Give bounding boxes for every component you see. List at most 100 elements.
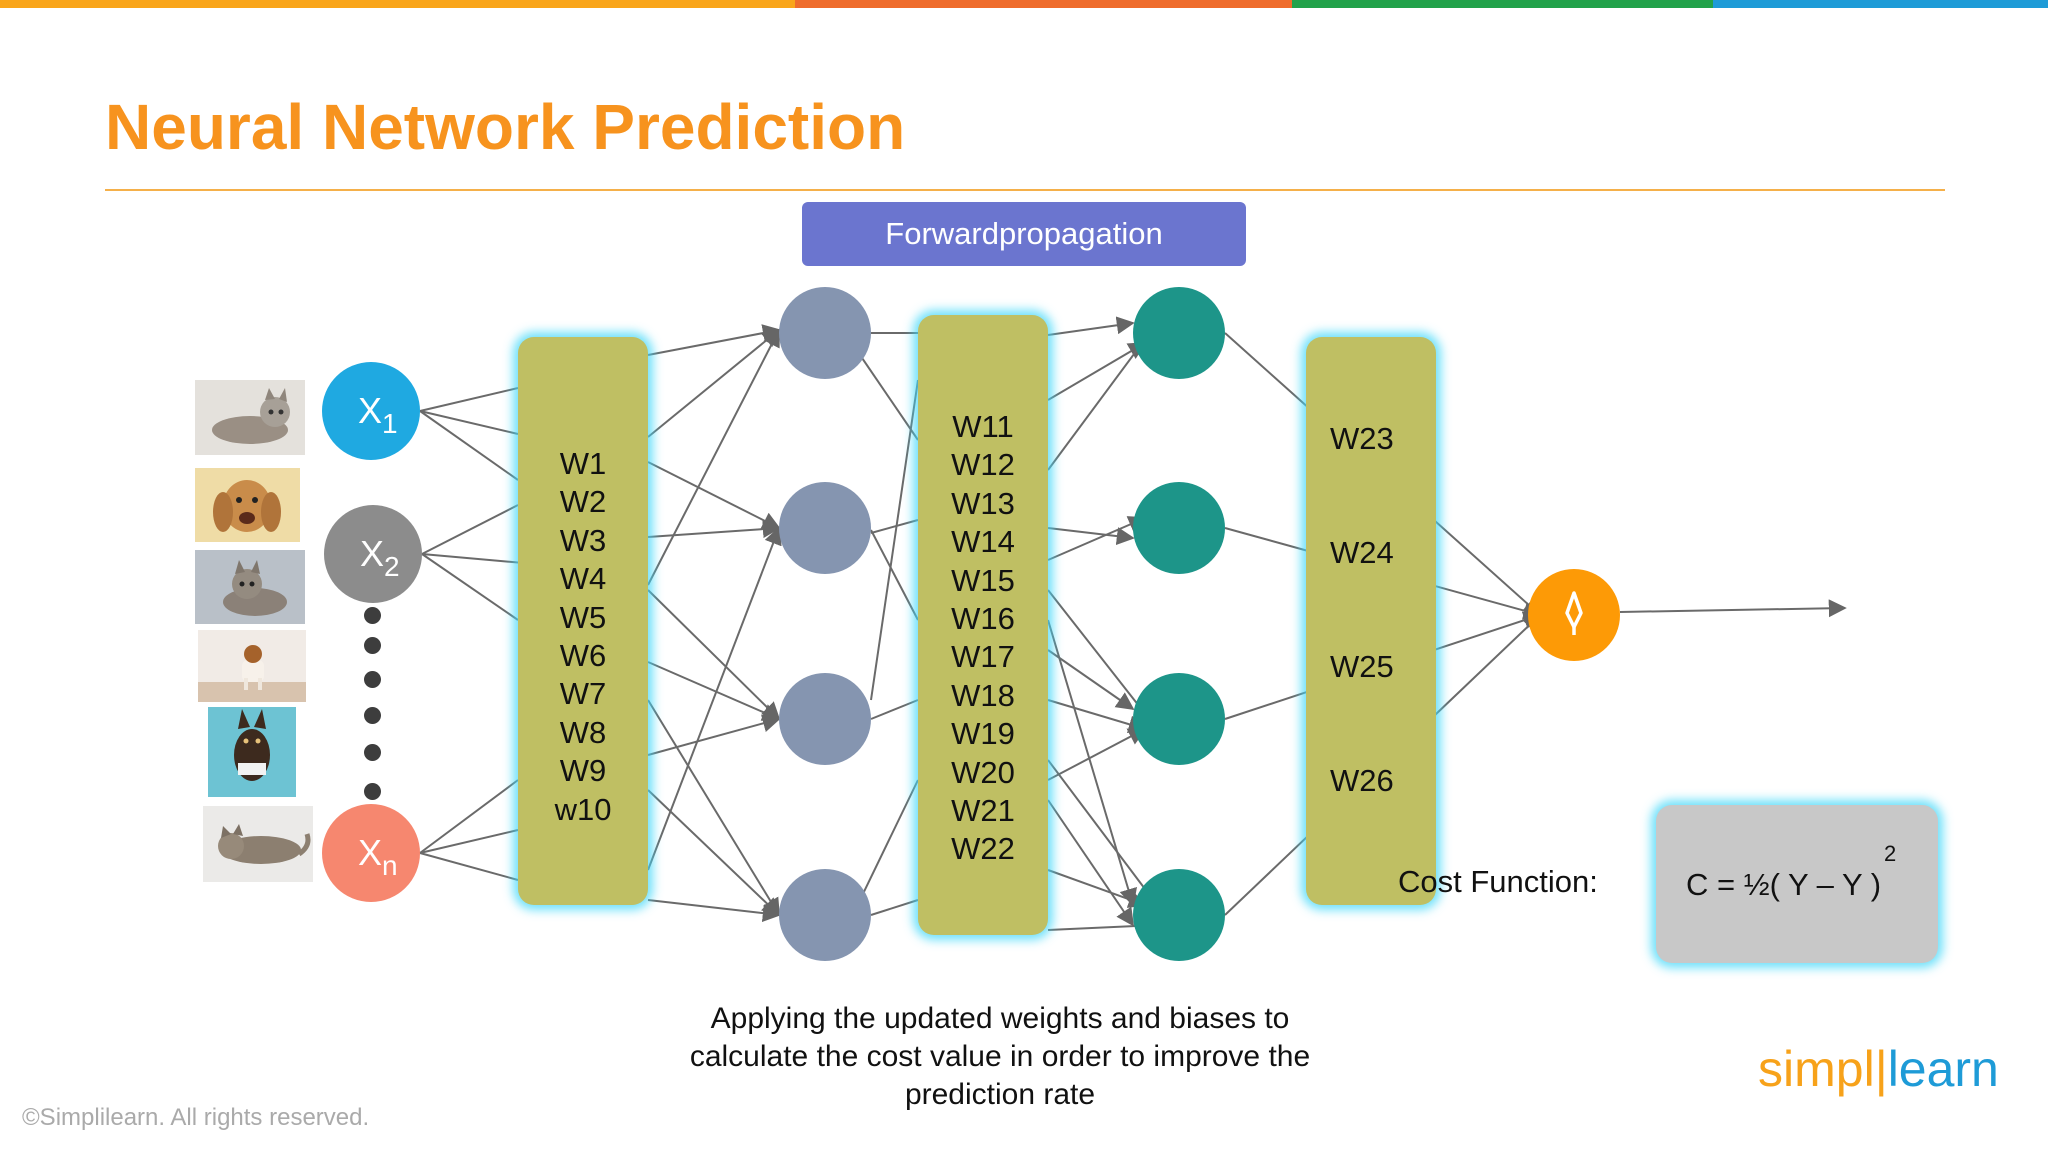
caption-line: prediction rate	[904, 1078, 1096, 1111]
connection-arrow	[859, 779, 919, 901]
weight-label: W19	[951, 716, 1015, 752]
connection-arrow	[647, 328, 780, 586]
logo-text-part1: simpl	[1758, 1041, 1875, 1097]
copyright-text: ©Simplilearn. All rights reserved.	[22, 1104, 370, 1131]
weight-label: W1	[559, 446, 607, 481]
hidden-layer-1-node	[779, 869, 871, 961]
input-image-dog-1	[195, 468, 300, 542]
connection-arrow	[419, 410, 519, 481]
connection-arrow	[1047, 316, 1135, 336]
input-image-dog-3	[208, 707, 296, 797]
connection-arrow	[419, 852, 519, 881]
weight-label: W18	[951, 677, 1015, 713]
connection-arrow	[1047, 649, 1135, 711]
connection-arrow	[1047, 759, 1159, 907]
ellipsis-dot	[364, 707, 381, 724]
connection-arrow	[647, 699, 780, 917]
weight-label: W4	[559, 561, 607, 597]
connection-arrow	[1047, 728, 1147, 781]
weight-label: W26	[1330, 763, 1394, 798]
cost-formula-exponent: 2	[1884, 841, 1897, 866]
connection-arrow	[419, 387, 519, 412]
connection-arrow	[647, 589, 781, 721]
logo-separator: |	[1874, 1041, 1888, 1097]
hidden-layer-2-node	[1133, 869, 1225, 961]
connection-arrow	[1047, 342, 1147, 401]
ellipsis-dot	[364, 744, 381, 761]
header-strip-blue	[1713, 0, 2048, 8]
caption-line: calculate the cost value in order to imp…	[689, 1040, 1311, 1073]
connection-arrow	[870, 529, 919, 621]
connection-arrow	[419, 779, 519, 854]
weight-label: W13	[951, 485, 1015, 521]
connection-arrow	[647, 661, 781, 721]
connection-arrow	[647, 324, 781, 356]
connection-arrow	[1047, 799, 1135, 927]
connection-arrow	[870, 379, 919, 701]
header-strip-red	[795, 0, 1292, 8]
connection-arrow	[870, 899, 919, 916]
connection-arrow	[1047, 619, 1137, 907]
output-node	[1528, 569, 1620, 661]
cost-function-box: C = ½( Y – Y ) 2	[1656, 805, 1938, 963]
weight-label: W3	[559, 522, 607, 558]
weight-label: W12	[951, 447, 1015, 483]
input-image-dog-2	[198, 630, 306, 702]
page-title: Neural Network Prediction	[105, 91, 906, 163]
connection-arrow	[647, 461, 781, 529]
hidden-layer-1-node	[779, 673, 871, 765]
weight-label: W22	[951, 831, 1015, 867]
connection-arrow	[1047, 527, 1135, 546]
title-divider	[105, 189, 1945, 191]
connection-arrow	[1619, 599, 1847, 618]
header-strip-green	[1292, 0, 1713, 8]
header-strip-orange	[0, 0, 795, 8]
weight-label: W14	[951, 524, 1015, 560]
weight-label: W17	[951, 639, 1015, 675]
connection-arrow	[421, 504, 519, 555]
input-image-cat-2	[195, 550, 305, 624]
weight-label: W8	[559, 714, 607, 750]
forward-propagation-label: Forwardpropagation	[802, 202, 1246, 266]
weight-label: W24	[1330, 535, 1394, 570]
connection-arrow	[647, 526, 782, 871]
weight-label: W20	[951, 754, 1015, 790]
activation-icon	[1565, 591, 1583, 635]
hidden-layer-1-node	[779, 287, 871, 379]
connection-arrow	[419, 410, 519, 435]
logo-text-part2: learn	[1887, 1041, 1999, 1097]
weight-label: w10	[554, 791, 612, 827]
connection-arrow	[421, 553, 519, 564]
weight-label: W21	[951, 792, 1015, 828]
simplilearn-logo: simpl|learn	[1758, 1040, 1999, 1098]
cost-function-label: Cost Function:	[1398, 864, 1598, 899]
input-node-label: Xn	[358, 832, 398, 881]
ellipsis-dot	[364, 607, 381, 624]
input-node-x2: X2	[324, 505, 422, 603]
weight-label: W16	[951, 600, 1015, 636]
connection-arrow	[1047, 699, 1147, 733]
input-image-cat-3	[203, 806, 313, 882]
weight-label: W5	[559, 599, 607, 635]
weight-label: W2	[559, 484, 607, 520]
input-node-x1: X1	[322, 362, 420, 460]
hidden-layer-2-node	[1133, 482, 1225, 574]
input-image-cat-1	[195, 380, 305, 455]
connection-arrow	[870, 519, 919, 534]
connection-arrow	[419, 829, 519, 854]
input-node-label: X2	[360, 533, 400, 582]
connection-arrow	[859, 354, 919, 441]
ellipsis-dot	[364, 637, 381, 654]
hidden-layer-2-node	[1133, 287, 1225, 379]
weight-label: W23	[1330, 421, 1394, 456]
connection-arrow	[421, 553, 519, 621]
ellipsis-dot	[364, 671, 381, 688]
cost-formula: C = ½( Y – Y )	[1686, 867, 1882, 902]
connection-arrow	[647, 714, 781, 756]
weight-label: W6	[559, 637, 607, 673]
weight-label: W7	[559, 676, 607, 712]
phase-label-text: Forwardpropagation	[885, 216, 1163, 251]
